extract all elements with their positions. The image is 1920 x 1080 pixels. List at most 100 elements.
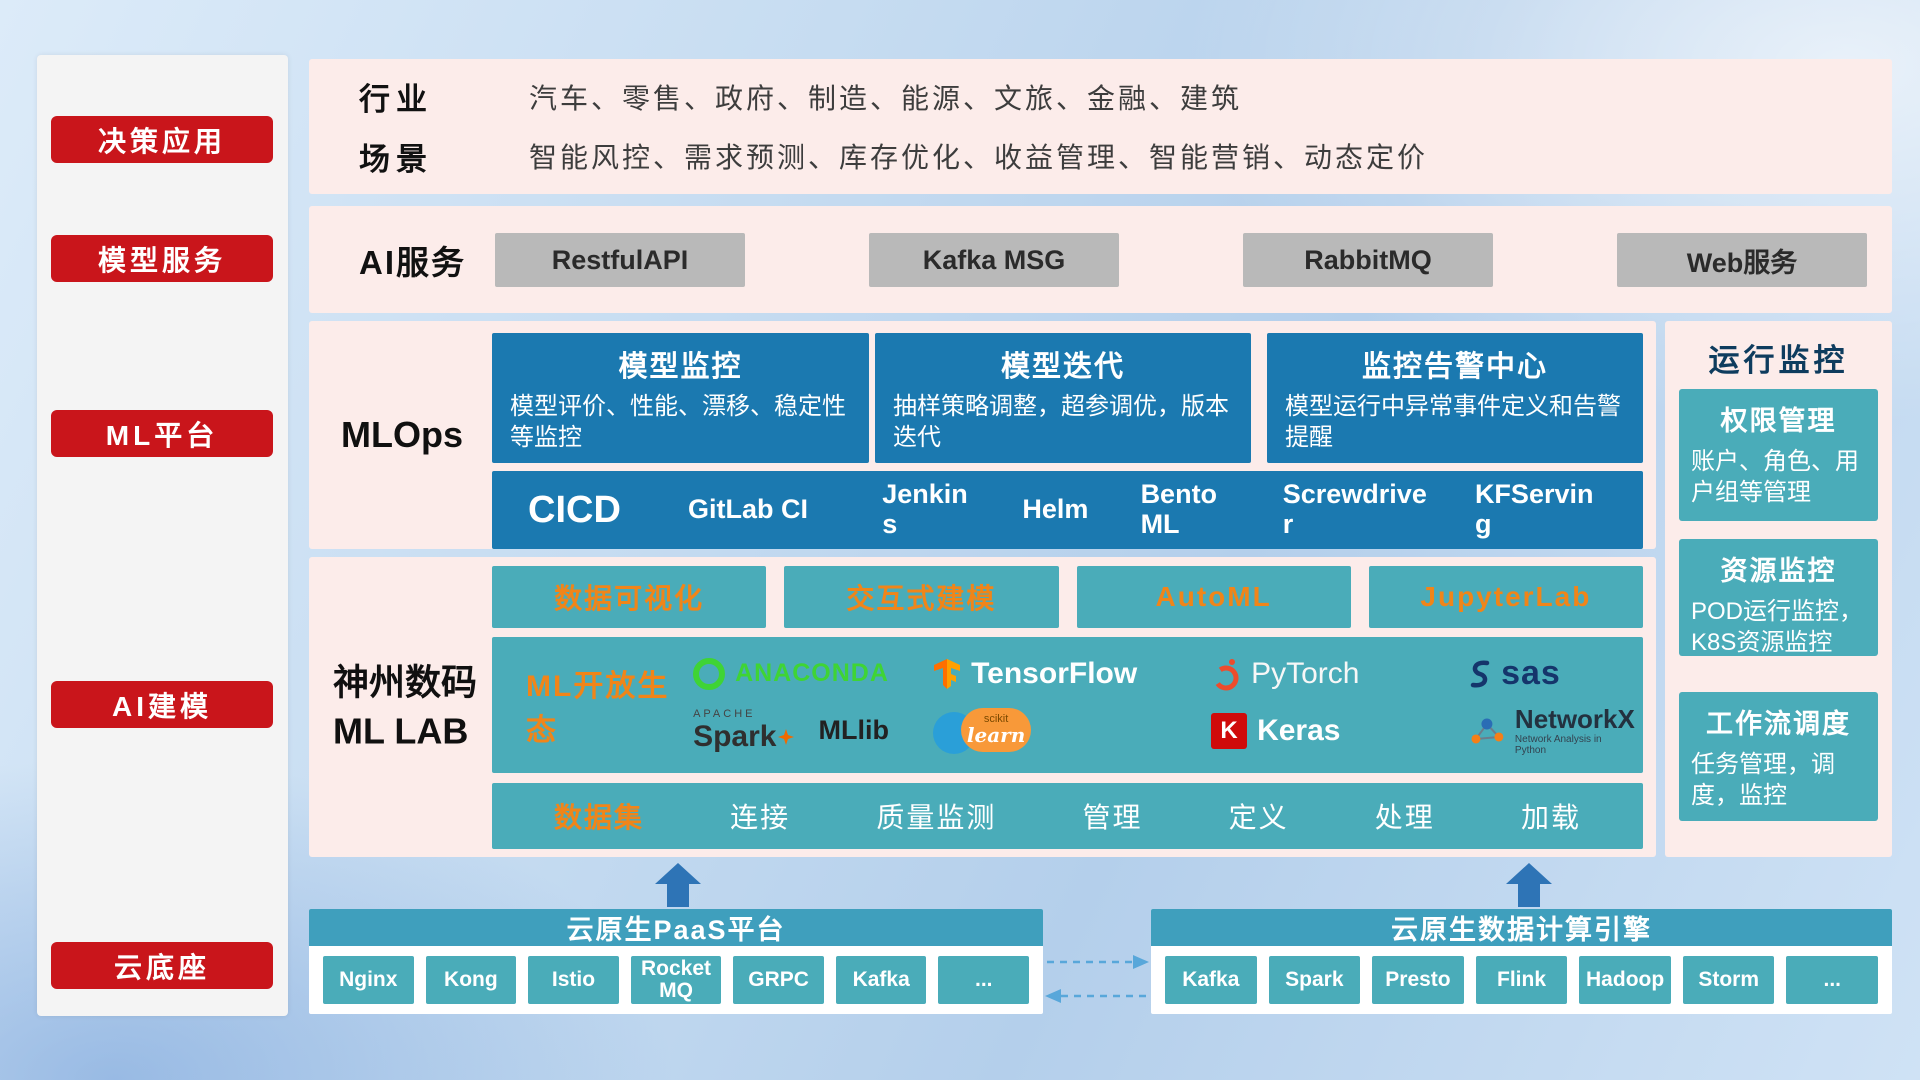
paas-chip-more: ... — [938, 956, 1030, 1004]
spark-logo: APACHE Spark — [693, 708, 795, 753]
keras-logo-text: Keras — [1257, 713, 1341, 747]
paas-chip-row: Nginx Kong Istio RocketMQ GRPC Kafka ... — [309, 946, 1043, 1004]
spark-apache-text: APACHE — [693, 708, 756, 720]
industry-label: 行业 — [359, 82, 433, 118]
dataset-item-quality: 质量监测 — [876, 802, 997, 833]
sidebar-item-decision-apps: 决策应用 — [51, 116, 273, 163]
sidebar-item-cloud-base: 云底座 — [51, 942, 273, 989]
scikit-text: scikit — [983, 713, 1009, 725]
ecosystem-logo-grid: ANACONDA TensorFlow PyTorch — [693, 654, 1635, 756]
sidebar-item-ml-platform: ML平台 — [51, 410, 273, 457]
sas-logo-icon — [1470, 660, 1490, 688]
engine-chip-more: ... — [1786, 956, 1879, 1004]
monitoring-title: 运行监控 — [1708, 343, 1849, 378]
mllab-features: 数据可视化 交互式建模 AutoML JupyterLab — [492, 566, 1643, 628]
keras-logo-icon: K — [1211, 712, 1248, 749]
card-title: 模型监控 — [618, 351, 743, 383]
scene-label: 场景 — [359, 141, 433, 177]
learn-text: learn — [966, 723, 1026, 747]
cicd-tool-jenkins: Jenkins — [882, 479, 968, 539]
cicd-title: CICD — [528, 488, 621, 531]
sidebar-item-model-services: 模型服务 — [51, 235, 273, 282]
anaconda-logo: ANACONDA — [693, 657, 933, 690]
keras-logo: K Keras — [1211, 712, 1469, 749]
sidebar-item-ai-modeling: AI建模 — [51, 681, 273, 728]
dashed-arrows-icon — [1045, 955, 1149, 1003]
card-desc: POD运行监控，K8S资源监控 — [1691, 598, 1864, 657]
ai-service-panel: AI服务 RestfulAPI Kafka MSG RabbitMQ Web服务 — [309, 206, 1892, 313]
ai-service-label: AI服务 — [359, 243, 466, 281]
card-title: 工作流调度 — [1706, 709, 1851, 739]
engine-chip-flink: Flink — [1475, 956, 1568, 1004]
card-desc: 模型评价、性能、漂移、稳定性等监控 — [510, 393, 846, 452]
engine-panel: 云原生数据计算引擎 Kafka Spark Presto Flink Hadoo… — [1151, 909, 1892, 1014]
tensorflow-logo-text: TensorFlow — [971, 656, 1138, 690]
industry-line: 行业 汽车、零售、政府、制造、能源、文旅、金融、建筑 — [359, 74, 1872, 119]
industry-scene-panel: 行业 汽车、零售、政府、制造、能源、文旅、金融、建筑 场景 智能风控、需求预测、… — [309, 59, 1892, 194]
card-desc: 模型运行中异常事件定义和告警提醒 — [1285, 393, 1621, 452]
dataset-label: 数据集 — [554, 802, 645, 833]
networkx-logo-text: NetworkX — [1514, 704, 1635, 735]
scene-line: 场景 智能风控、需求预测、库存优化、收益管理、智能营销、动态定价 — [359, 134, 1872, 179]
mlops-label: MLOps — [341, 414, 463, 455]
engine-chip-storm: Storm — [1682, 956, 1775, 1004]
scene-value: 智能风控、需求预测、库存优化、收益管理、智能营销、动态定价 — [529, 142, 1429, 174]
paas-chip-grpc: GRPC — [733, 956, 824, 1004]
engine-chip-kafka: Kafka — [1165, 956, 1257, 1004]
networkx-logo-icon — [1471, 718, 1504, 743]
card-title: 资源监控 — [1720, 556, 1837, 586]
anaconda-logo-text: ANACONDA — [735, 659, 889, 688]
sas-logo: sas — [1469, 654, 1635, 693]
permission-management-card: 权限管理 账户、角色、用户组等管理 — [1679, 389, 1878, 521]
cicd-tool-kfserving: KFServing — [1474, 479, 1594, 539]
engine-chip-hadoop: Hadoop — [1579, 956, 1671, 1004]
scikit-learn-logo: scikit learn — [933, 707, 1211, 754]
dataset-item-define: 定义 — [1228, 802, 1289, 833]
pytorch-logo-text: PyTorch — [1251, 656, 1360, 690]
scikit-orange-blob-icon: scikit learn — [961, 707, 1032, 752]
networkx-subtitle: Network Analysis in Python — [1514, 733, 1602, 756]
engine-header: 云原生数据计算引擎 — [1151, 909, 1892, 946]
pytorch-logo: PyTorch — [1211, 657, 1469, 691]
engine-chip-row: Kafka Spark Presto Flink Hadoop Storm ..… — [1151, 946, 1892, 1004]
up-arrow-icon — [655, 863, 701, 907]
engine-chip-presto: Presto — [1372, 956, 1464, 1004]
ml-ecosystem-box: ML开放生态 ANACONDA TensorFlow — [492, 637, 1643, 773]
service-button-kafka-msg: Kafka MSG — [869, 233, 1119, 287]
paas-header: 云原生PaaS平台 — [309, 909, 1043, 946]
mlops-panel: MLOps 模型监控 模型评价、性能、漂移、稳定性等监控 模型迭代 抽样策略调整… — [309, 321, 1656, 549]
model-iteration-card: 模型迭代 抽样策略调整，超参调优，版本迭代 — [875, 333, 1251, 463]
scikit-learn-logo-icon: scikit learn — [933, 707, 1037, 754]
card-title: 模型迭代 — [1000, 351, 1125, 383]
spark-mllib-logo: APACHE Spark MLlib — [693, 709, 933, 752]
feature-jupyterlab: JupyterLab — [1368, 566, 1643, 628]
mllab-label-line2: ML LAB — [333, 710, 469, 751]
dataset-item-process: 处理 — [1374, 802, 1435, 833]
monitoring-panel: 运行监控 权限管理 账户、角色、用户组等管理 资源监控 POD运行监控，K8S资… — [1665, 321, 1892, 857]
feature-automl: AutoML — [1076, 566, 1351, 628]
up-arrow-icon — [1506, 863, 1552, 907]
pytorch-logo-icon — [1213, 658, 1239, 691]
dataset-item-load: 加载 — [1520, 802, 1581, 833]
paas-panel: 云原生PaaS平台 Nginx Kong Istio RocketMQ GRPC… — [309, 909, 1043, 1014]
service-button-web: Web服务 — [1617, 233, 1867, 287]
networkx-logo: NetworkX Network Analysis in Python — [1469, 705, 1635, 756]
service-button-restfulapi: RestfulAPI — [495, 233, 745, 287]
mllab-label: 神州数码 ML LAB — [333, 658, 477, 755]
industry-value: 汽车、零售、政府、制造、能源、文旅、金融、建筑 — [529, 82, 1243, 114]
service-button-rabbitmq: RabbitMQ — [1243, 233, 1493, 287]
alert-center-card: 监控告警中心 模型运行中异常事件定义和告警提醒 — [1267, 333, 1643, 463]
mllab-label-line1: 神州数码 — [333, 661, 478, 703]
paas-chip-kong: Kong — [425, 956, 517, 1004]
tensorflow-logo-icon — [934, 658, 961, 689]
paas-chip-istio: Istio — [528, 956, 619, 1004]
spark-logo-text: Spark — [693, 720, 777, 753]
paas-chip-rocketmq: RocketMQ — [630, 956, 722, 1004]
workflow-scheduling-card: 工作流调度 任务管理，调度，监控 — [1679, 692, 1878, 821]
dataset-item-connect: 连接 — [730, 802, 791, 833]
sas-logo-text: sas — [1501, 654, 1561, 693]
card-title: 权限管理 — [1720, 406, 1837, 436]
dataset-bar: 数据集 连接 质量监测 管理 定义 处理 加载 — [492, 783, 1643, 849]
engine-chip-spark: Spark — [1268, 956, 1361, 1004]
